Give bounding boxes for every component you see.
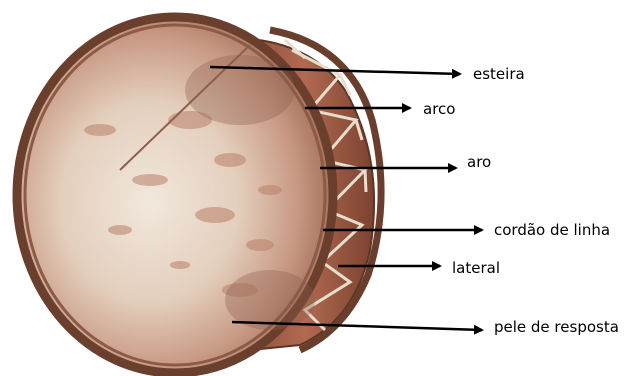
label-pele: pele de resposta [494, 318, 619, 336]
label-lateral: lateral [452, 259, 500, 277]
drum-head [17, 17, 333, 373]
label-arco: arco [423, 100, 455, 118]
label-cordao: cordão de linha [494, 221, 610, 239]
label-aro: aro [467, 153, 491, 171]
part-labels: esteira arco aro cordão de linha lateral… [423, 65, 619, 336]
label-esteira: esteira [473, 65, 525, 83]
